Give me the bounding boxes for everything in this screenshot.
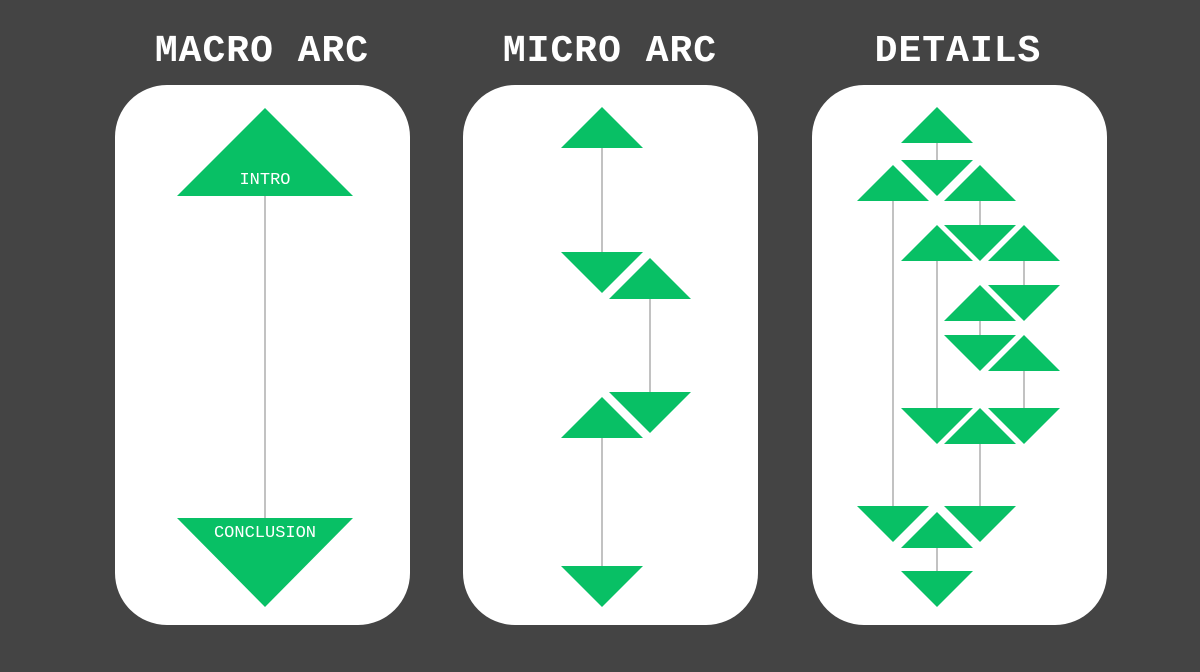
details-down-triangle	[901, 408, 973, 444]
micro-up-triangle	[561, 397, 643, 438]
micro-arc-panel	[463, 85, 758, 625]
details-up-triangle	[944, 165, 1016, 201]
macro-arc-title: MACRO ARC	[154, 30, 370, 73]
macro-conclusion-down-triangle	[177, 518, 353, 607]
conclusion-label: CONCLUSION	[213, 524, 317, 543]
micro-down-triangle	[561, 566, 643, 607]
details-down-triangle	[857, 506, 929, 542]
micro-arc-title: MICRO ARC	[502, 30, 718, 73]
details-down-triangle	[901, 571, 973, 607]
details-down-triangle	[944, 506, 1016, 542]
details-up-triangle	[988, 225, 1060, 261]
intro-label: INTRO	[239, 171, 291, 190]
details-up-triangle	[944, 285, 1016, 321]
micro-down-triangle	[609, 392, 691, 433]
macro-intro-up-triangle	[177, 108, 353, 196]
details-up-triangle	[901, 225, 973, 261]
details-down-triangle	[901, 160, 973, 196]
details-up-triangle	[901, 107, 973, 143]
micro-up-triangle	[609, 258, 691, 299]
details-title: DETAILS	[874, 30, 1042, 73]
micro-up-triangle	[561, 107, 643, 148]
micro-down-triangle	[561, 252, 643, 293]
details-up-triangle	[944, 408, 1016, 444]
details-up-triangle	[901, 512, 973, 548]
details-down-triangle	[944, 225, 1016, 261]
details-down-triangle	[988, 285, 1060, 321]
details-up-triangle	[857, 165, 929, 201]
details-down-triangle	[944, 335, 1016, 371]
details-up-triangle	[988, 335, 1060, 371]
details-down-triangle	[988, 408, 1060, 444]
